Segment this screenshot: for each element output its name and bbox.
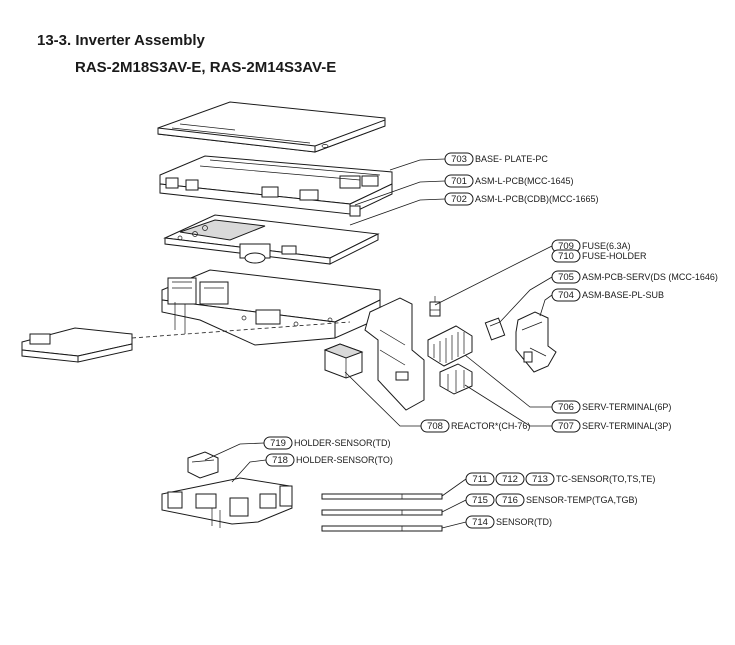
sensor-cable-drawings	[321, 493, 443, 532]
leader-lines	[204, 158, 553, 529]
callout-703-label: BASE- PLATE-PC	[475, 154, 548, 164]
service-pcb-drawing	[484, 317, 506, 341]
section-title: 13-3. Inverter Assembly	[37, 32, 205, 49]
callout-706: 706 SERV-TERMINAL(6P)	[551, 400, 671, 414]
callout-701-number: 701	[451, 176, 467, 187]
callout-709-label: FUSE(6.3A)	[582, 241, 631, 251]
callout-719: 719 HOLDER-SENSOR(TD)	[263, 436, 391, 450]
callout-701: 701 ASM-L-PCB(MCC-1645)	[444, 174, 574, 188]
callout-714-label: SENSOR(TD)	[496, 517, 552, 527]
terminal-3p-drawing	[439, 363, 473, 395]
callout-704-number: 704	[558, 290, 574, 301]
callout-714: 714 SENSOR(TD)	[465, 515, 552, 529]
callout-702: 702 ASM-L-PCB(CDB)(MCC-1665)	[444, 192, 599, 206]
callout-711-label: TC-SENSOR(TO,TS,TE)	[556, 474, 655, 484]
callout-705-label: ASM-PCB-SERV(DS (MCC-1646)	[582, 272, 718, 282]
callout-718: 718 HOLDER-SENSOR(TO)	[265, 453, 393, 467]
callout-713-number: 713	[532, 474, 548, 485]
callout-709-number: 709	[558, 241, 574, 252]
holder-sensor-to-drawing	[161, 477, 293, 528]
callout-715-716: 715 716 SENSOR-TEMP(TGA,TGB)	[465, 493, 638, 507]
bottom-cover-drawing	[21, 321, 351, 363]
callout-719-number: 719	[270, 438, 286, 449]
callout-710: 710 FUSE-HOLDER	[551, 249, 647, 263]
callout-704-label: ASM-BASE-PL-SUB	[582, 290, 664, 300]
callout-704: 704 ASM-BASE-PL-SUB	[551, 288, 664, 302]
callout-718-label: HOLDER-SENSOR(TO)	[296, 455, 393, 465]
callout-716-number: 716	[502, 495, 518, 506]
callout-715-label: SENSOR-TEMP(TGA,TGB)	[526, 495, 638, 505]
base-plate-drawing	[159, 155, 393, 217]
callout-707-label: SERV-TERMINAL(3P)	[582, 421, 671, 431]
callout-718-number: 718	[272, 455, 288, 466]
holder-sensor-td-drawing	[187, 451, 219, 479]
callout-705-number: 705	[558, 272, 574, 283]
callout-703-number: 703	[451, 154, 467, 165]
callout-710-label: FUSE-HOLDER	[582, 251, 647, 261]
callout-710-number: 710	[558, 251, 574, 262]
base-pl-sub-drawing	[515, 311, 557, 373]
callout-719-label: HOLDER-SENSOR(TD)	[294, 438, 391, 448]
callout-711-713: 711 712 713 TC-SENSOR(TO,TS,TE)	[465, 472, 655, 486]
callout-708-label: REACTOR*(CH-76)	[451, 421, 530, 431]
callout-702-label: ASM-L-PCB(CDB)(MCC-1665)	[475, 194, 599, 204]
pcb-board-drawing	[163, 214, 380, 265]
callout-706-number: 706	[558, 402, 574, 413]
callout-715-number: 715	[472, 495, 488, 506]
model-subtitle: RAS-2M18S3AV-E, RAS-2M14S3AV-E	[75, 59, 337, 76]
callout-712-number: 712	[502, 474, 518, 485]
callout-707-number: 707	[558, 421, 574, 432]
side-bracket-drawing	[364, 297, 425, 411]
fuse-holder-drawing	[429, 296, 441, 317]
callout-711-number: 711	[472, 474, 487, 485]
callout-706-label: SERV-TERMINAL(6P)	[582, 402, 671, 412]
cover-plate-drawing	[157, 101, 386, 153]
reactor-drawing	[323, 343, 364, 379]
callout-708: 708 REACTOR*(CH-76)	[420, 419, 530, 433]
inverter-chassis-drawing	[161, 269, 381, 346]
callout-707: 707 SERV-TERMINAL(3P)	[551, 419, 671, 433]
callout-705: 705 ASM-PCB-SERV(DS (MCC-1646)	[551, 270, 718, 284]
callout-702-number: 702	[451, 194, 467, 205]
callout-701-label: ASM-L-PCB(MCC-1645)	[475, 176, 574, 186]
callout-703: 703 BASE- PLATE-PC	[444, 152, 548, 166]
terminal-6p-drawing	[427, 325, 473, 367]
callout-714-number: 714	[472, 517, 488, 528]
callout-708-number: 708	[427, 421, 443, 432]
